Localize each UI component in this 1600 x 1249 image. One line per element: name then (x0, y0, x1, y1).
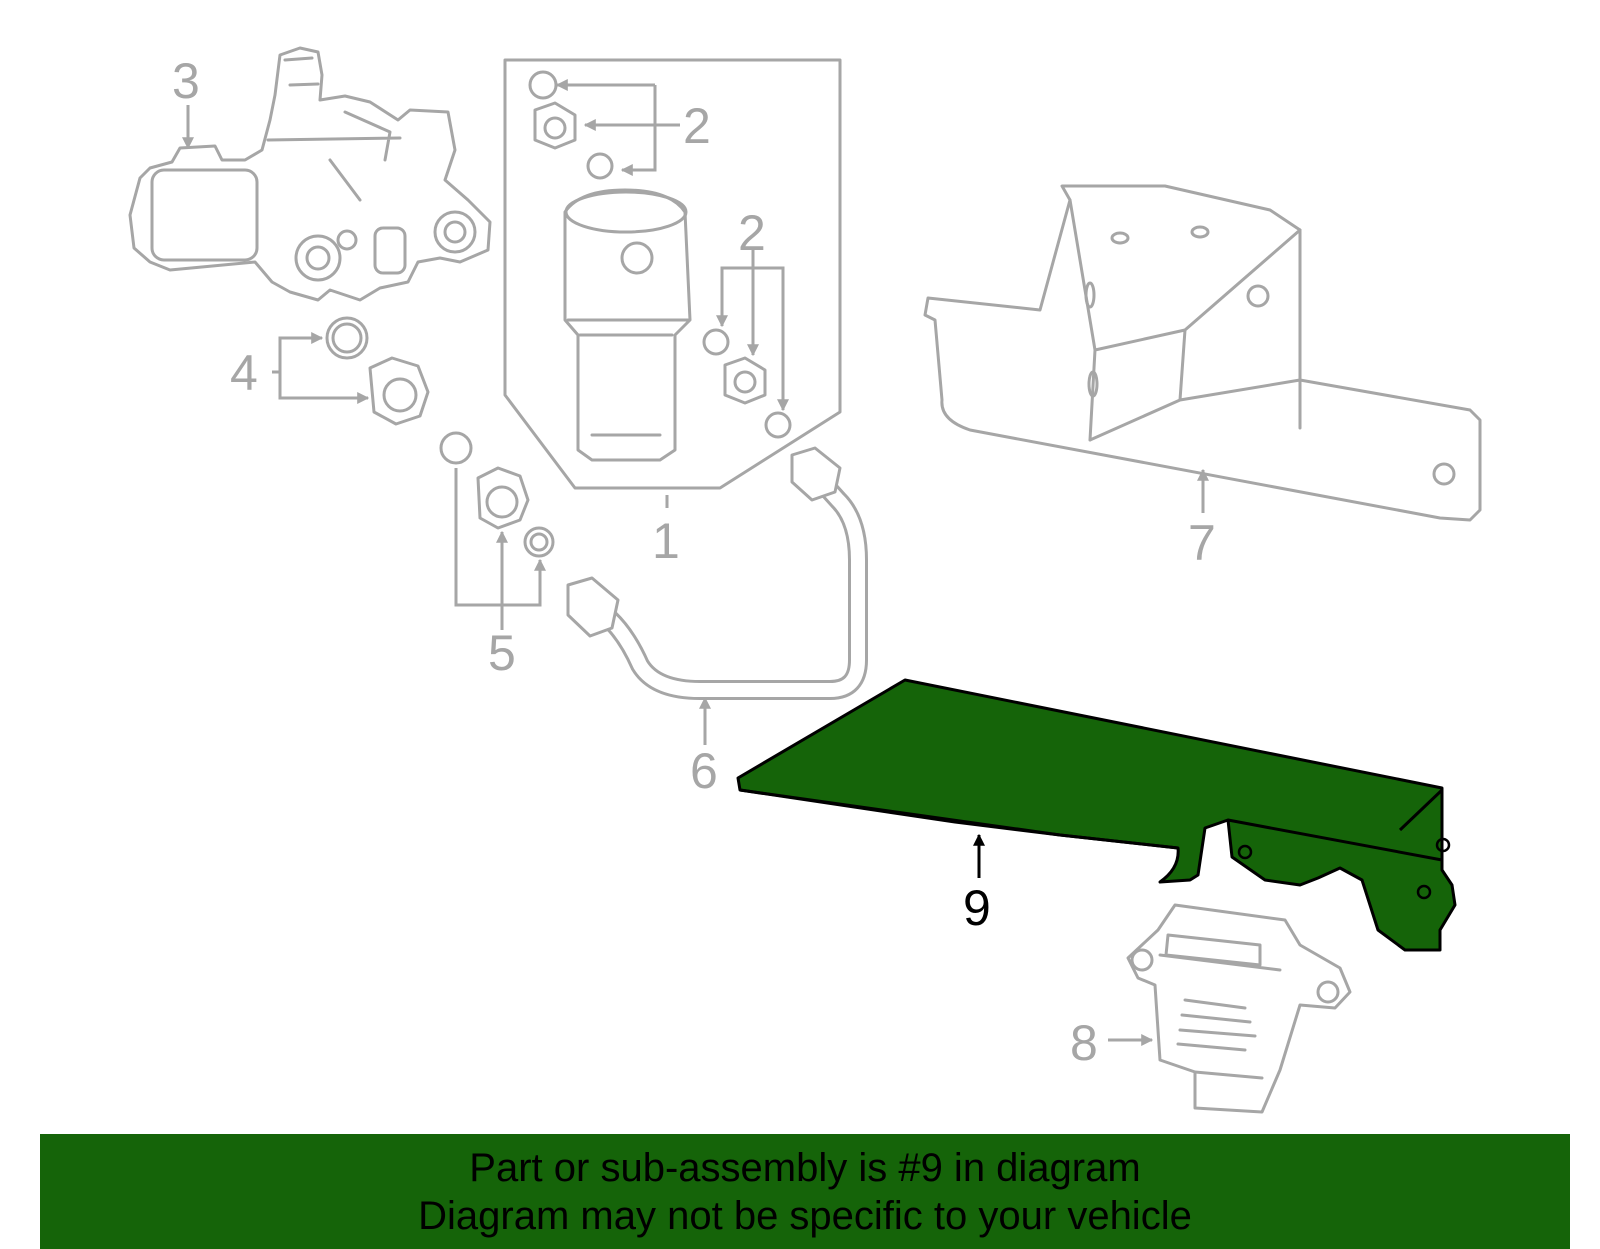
banner-line-2: Diagram may not be specific to your vehi… (418, 1194, 1192, 1238)
callout-3: 3 (172, 53, 200, 109)
callout-5: 5 (488, 625, 516, 681)
part-3-valve-block (128, 46, 492, 302)
info-banner: Part or sub-assembly is #9 in diagram Di… (40, 1134, 1570, 1249)
callout-2-top: 2 (683, 98, 711, 154)
callout-1: 1 (652, 513, 680, 569)
part-6-air-line (566, 446, 868, 700)
callout-2-right: 2 (738, 205, 766, 261)
part-1-air-dryer (503, 58, 842, 490)
callout-9: 9 (963, 880, 991, 936)
banner-line-1: Part or sub-assembly is #9 in diagram (469, 1146, 1141, 1190)
part-9-shield-highlighted (736, 678, 1457, 952)
leader-lines (182, 79, 1209, 1046)
callout-4: 4 (230, 345, 258, 401)
callout-6: 6 (690, 743, 718, 799)
part-4-fitting (325, 316, 430, 426)
callout-8: 8 (1070, 1015, 1098, 1071)
part-7-bracket (923, 184, 1482, 522)
part-8-control-module (1126, 903, 1352, 1114)
part-5-fitting (439, 431, 555, 558)
callout-7: 7 (1188, 515, 1216, 571)
